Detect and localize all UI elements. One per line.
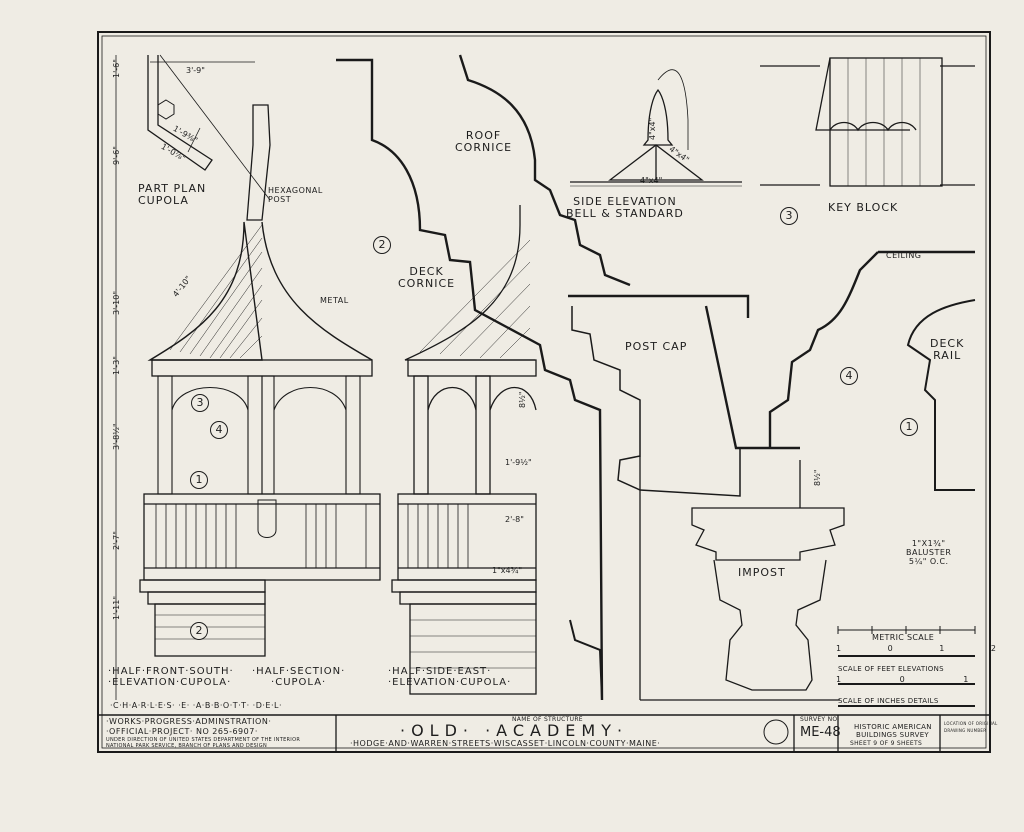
corner-line-1: LOCATION OF ORIGINAL	[944, 721, 998, 726]
dim-1-6: 1'-6"	[112, 59, 121, 78]
callout-2-front: 2	[190, 622, 208, 640]
dim-1-9c: 1'-9½"	[505, 458, 532, 467]
side-elevation-label: SIDE ELEVATION BELL & STANDARD	[566, 195, 684, 221]
dim-1x4: 1"x4¾"	[492, 566, 523, 575]
callout-1-deckrail: 1	[900, 418, 918, 436]
dim-1-11: 1'-11"	[112, 595, 121, 620]
wpa-line-4: NATIONAL PARK SERVICE, BRANCH OF PLANS A…	[106, 743, 268, 749]
dim-1-3: 1'-3"	[112, 356, 121, 375]
dim-2-8: 2'-8"	[505, 515, 524, 524]
dim-4x4c: 4"x4"	[640, 176, 663, 185]
corner-line-2: DRAWING NUMBER	[944, 728, 987, 733]
dim-8b: 8½"	[813, 469, 822, 486]
habs-line-2: BUILDINGS SURVEY	[856, 731, 930, 739]
callout-2-cornice: 2	[373, 236, 391, 254]
feet-scale-ticks: 1 0 1 2	[836, 675, 1024, 684]
dim-9-6: 9'-6"	[112, 146, 121, 165]
half-section-label: ·HALF·SECTION· ·CUPOLA·	[252, 666, 346, 688]
habs-line-1: HISTORIC AMERICAN	[854, 723, 932, 731]
metric-scale-label: METRIC SCALE	[872, 633, 935, 642]
structure-name-caption: NAME OF STRUCTURE	[512, 716, 583, 723]
part-plan-label: PART PLAN CUPOLA	[138, 182, 207, 208]
deck-rail-label: DECK RAIL	[930, 337, 965, 363]
callout-4-postcap: 4	[840, 367, 858, 385]
wpa-line-3: UNDER DIRECTION OF UNITED STATES DEPARTM…	[106, 737, 301, 743]
callout-3-keyblock: 3	[780, 207, 798, 225]
dim-2-7: 2'-7"	[112, 531, 121, 550]
callout-3-front: 3	[191, 394, 209, 412]
roof-cornice-label: ROOF CORNICE	[455, 129, 513, 155]
dim-8a: 8½"	[518, 391, 527, 408]
key-block-label: KEY BLOCK	[828, 201, 899, 214]
dim-3-9: 3'-9"	[186, 66, 205, 75]
callout-1-front: 1	[190, 471, 208, 489]
ceiling-label: CEILING	[886, 251, 922, 260]
half-front-label: ·HALF·FRONT·SOUTH· ·ELEVATION·CUPOLA·	[108, 666, 234, 688]
impost-label: IMPOST	[738, 566, 786, 579]
structure-name: ·OLD· ·ACADEMY·	[400, 721, 629, 740]
dim-3-8: 3'-8½"	[112, 423, 121, 450]
inches-scale-label: SCALE OF INCHES DETAILS	[838, 697, 939, 705]
dim-3-10: 3'-10"	[112, 290, 121, 315]
sheet-number: SHEET 9 OF 9 SHEETS	[850, 740, 923, 747]
metal-label: METAL	[320, 296, 349, 305]
deck-cornice-label: DECK CORNICE	[398, 265, 456, 291]
delineator-label: ·C·H·A·R·L·E·S· ·E· ·A·B·B·O·T·T· ·D·E·L…	[110, 701, 282, 710]
callout-4-front: 4	[210, 421, 228, 439]
post-cap-label: POST CAP	[625, 340, 688, 353]
dim-4x4a: 4"x4"	[648, 117, 657, 140]
wpa-line-1: ·WORKS·PROGRESS·ADMINSTRATION·	[106, 717, 272, 726]
baluster-label: 1"X1¾" BALUSTER 5¼" O.C.	[906, 539, 952, 566]
half-side-label: ·HALF·SIDE·EAST· ·ELEVATION·CUPOLA·	[388, 666, 512, 688]
structure-address: ·HODGE·AND·WARREN·STREETS·WISCASSET·LINC…	[350, 739, 661, 748]
hexagonal-post-label: HEXAGONAL POST	[268, 186, 323, 204]
survey-no-caption: SURVEY NO.	[800, 716, 840, 723]
metric-scale-ticks: 1 0 1 2 3	[836, 644, 1024, 653]
survey-number: ME-48	[800, 725, 841, 740]
feet-scale-label: SCALE OF FEET ELEVATIONS	[838, 665, 944, 673]
wpa-line-2: ·OFFICIAL·PROJECT· NO 265-6907·	[106, 727, 258, 736]
